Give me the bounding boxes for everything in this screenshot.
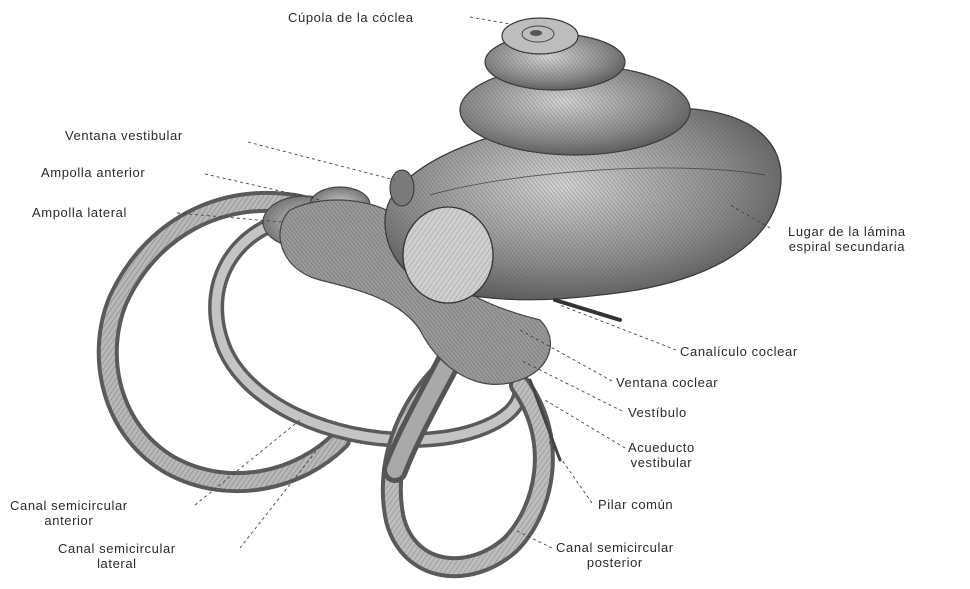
round-window-shape [403,207,493,303]
label-ventana-vestibular: Ventana vestibular [65,128,183,143]
label-acueducto-vestibular: Acueducto vestibular [628,440,695,470]
label-canaliculo-coclear: Canalículo coclear [680,344,798,359]
oval-window-shape [390,170,414,206]
label-pilar-comun: Pilar común [598,497,673,512]
label-canal-lateral: Canal semicircular lateral [58,541,176,571]
label-acueducto-line2: vestibular [628,455,695,470]
label-canal-anterior-line2: anterior [10,513,128,528]
label-ampolla-lateral: Ampolla lateral [32,205,127,220]
label-ventana-coclear: Ventana coclear [616,375,718,390]
label-canal-lateral-line1: Canal semicircular [58,541,176,556]
label-vestibulo: Vestíbulo [628,405,687,420]
label-acueducto-line1: Acueducto [628,440,695,455]
label-canal-anterior: Canal semicircular anterior [10,498,128,528]
label-lamina-line1: Lugar de la lámina [788,224,906,239]
label-canal-posterior: Canal semicircular posterior [556,540,674,570]
posterior-canal-shape [392,350,544,567]
label-canal-anterior-line1: Canal semicircular [10,498,128,513]
label-lamina-line2: espiral secundaria [788,239,906,254]
label-canal-posterior-line1: Canal semicircular [556,540,674,555]
label-lamina-espiral: Lugar de la lámina espiral secundaria [788,224,906,254]
label-canal-posterior-line2: posterior [556,555,674,570]
label-ampolla-anterior: Ampolla anterior [41,165,145,180]
label-canal-lateral-line2: lateral [58,556,176,571]
label-cupola: Cúpola de la cóclea [288,10,414,25]
